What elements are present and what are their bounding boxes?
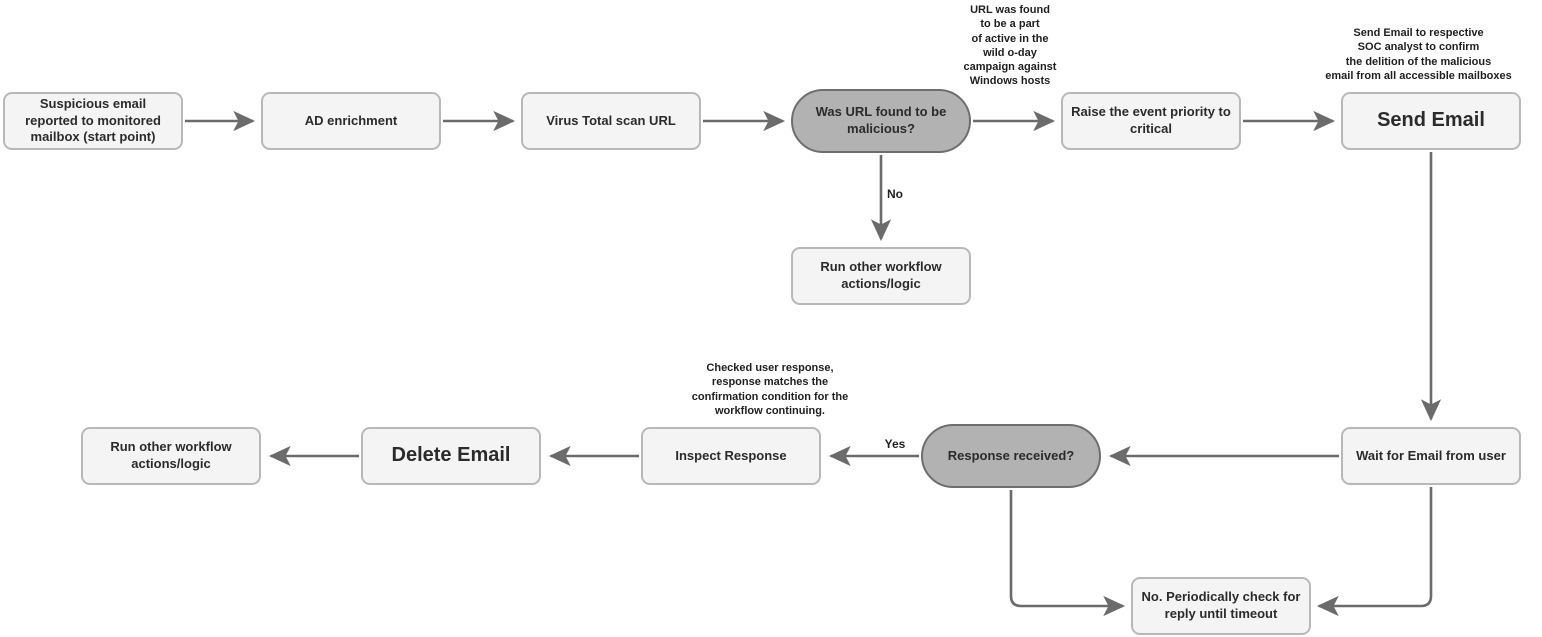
edge-label-soc-analyst-note: Send Email to respective SOC analyst to …	[1325, 27, 1512, 82]
node-ad-enrichment[interactable]: AD enrichment	[261, 92, 441, 150]
node-virustotal-scan[interactable]: Virus Total scan URL	[521, 92, 701, 150]
node-start[interactable]: Suspicious email reported to monitored m…	[3, 92, 183, 150]
node-run-other-workflow-bottom[interactable]: Run other workflow actions/logic	[81, 427, 261, 485]
node-raise-priority[interactable]: Raise the event priority to critical	[1061, 92, 1241, 150]
node-label-delete-email: Delete Email	[391, 444, 511, 467]
node-delete-email[interactable]: Delete Email	[361, 427, 541, 485]
edge-label-yes-branch: Yes	[884, 437, 906, 451]
edge-label-no-branch: No	[887, 187, 903, 201]
edge-label-zero-day-note: URL was found to be a part of active in …	[963, 4, 1057, 88]
node-response-received-decision[interactable]: Response received?	[921, 424, 1101, 488]
node-label-run-other-workflow-top: Run other workflow actions/logic	[820, 259, 942, 291]
node-label-raise-priority: Raise the event priority to critical	[1071, 104, 1231, 136]
node-label-ad-enrichment: AD enrichment	[304, 112, 398, 128]
node-label-run-other-workflow-bottom: Run other workflow actions/logic	[110, 439, 232, 471]
node-label-wait-for-email: Wait for Email from user	[1356, 447, 1506, 463]
node-send-email[interactable]: Send Email	[1341, 92, 1521, 150]
node-periodic-check[interactable]: No. Periodically check for reply until t…	[1131, 577, 1311, 635]
node-label-url-malicious-decision: Was URL found to be malicious?	[815, 104, 947, 136]
node-label-response-received-decision: Response received?	[947, 447, 1075, 463]
node-label-virustotal-scan: Virus Total scan URL	[546, 112, 676, 128]
edge-group	[185, 110, 1442, 617]
node-wait-for-email[interactable]: Wait for Email from user	[1341, 427, 1521, 485]
node-label-start: Suspicious email reported to monitored m…	[25, 96, 161, 145]
node-label-periodic-check: No. Periodically check for reply until t…	[1141, 589, 1301, 621]
node-label-send-email: Send Email	[1377, 109, 1485, 132]
node-run-other-workflow-top[interactable]: Run other workflow actions/logic	[791, 247, 971, 305]
edge-label-checked-response-note: Checked user response, response matches …	[691, 362, 849, 417]
node-url-malicious-decision[interactable]: Was URL found to be malicious?	[791, 89, 971, 153]
node-label-inspect-response: Inspect Response	[675, 447, 787, 463]
edge-response-no-to-periodic	[1009, 490, 1126, 617]
edge-wait-loop-to-periodic	[1316, 487, 1433, 617]
node-inspect-response[interactable]: Inspect Response	[641, 427, 821, 485]
